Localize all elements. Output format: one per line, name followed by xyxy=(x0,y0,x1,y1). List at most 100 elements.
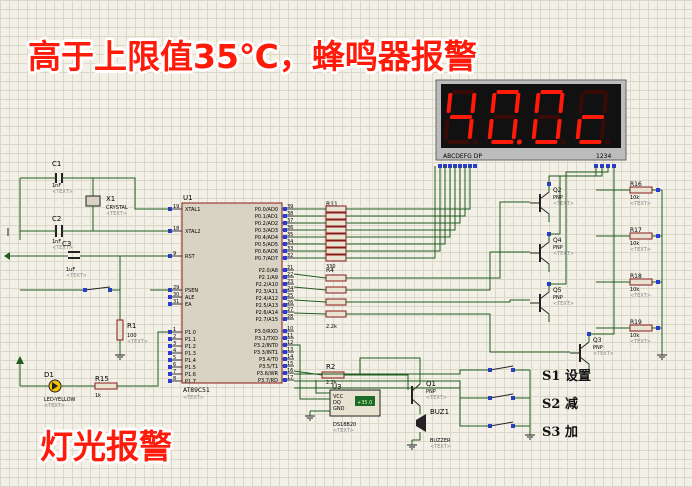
mcu-left-pin-name: XTAL2 xyxy=(185,229,200,235)
reset-switch-blade xyxy=(84,286,111,291)
mcu-right-pin-name: P3.0/RXD xyxy=(255,329,279,335)
r11-ref: R11 xyxy=(326,201,338,208)
segment-b xyxy=(470,93,477,113)
r11-element xyxy=(325,240,347,248)
segment-e xyxy=(487,119,494,139)
mcu-right-pin xyxy=(283,364,287,368)
buzzer-value: BUZZER xyxy=(430,438,451,444)
right-resistor-text: <TEXT> xyxy=(630,201,651,207)
mcu-left-pin-name: RST xyxy=(185,254,196,260)
ds18b20-pin-name: VCC xyxy=(333,394,344,400)
reset-switch-pin xyxy=(83,288,87,292)
crystal-x1 xyxy=(85,195,101,207)
mcu-left-pin-name: P1.2 xyxy=(185,344,196,350)
mcu-right-pin-name: P3.6/WR xyxy=(257,371,279,377)
digit3-wire xyxy=(549,166,609,285)
display-digit-2 xyxy=(487,90,522,145)
r11-element xyxy=(325,212,347,220)
digit2-wire xyxy=(549,166,603,235)
pnp-emitter xyxy=(539,306,550,315)
mcu-left-pin-number: 31 xyxy=(173,299,179,305)
d1-ref: D1 xyxy=(44,371,54,379)
mcu-right-pin xyxy=(283,256,287,260)
transistor-ref: Q4 xyxy=(553,237,562,244)
right-resistor-text: <TEXT> xyxy=(630,293,651,299)
mcu-right-pin-name: P0.6/AD6 xyxy=(255,249,278,255)
mcu-right-pin-number: 25 xyxy=(287,293,293,299)
mcu-left-pin-number: 6 xyxy=(173,362,176,368)
mcu-right-pin-number: 14 xyxy=(287,354,293,360)
q1-emitter xyxy=(411,398,421,407)
page-title: 高于上限值35℃，蜂鸣器报警 xyxy=(28,37,477,76)
right-resistor-value: 10k xyxy=(630,287,639,293)
mcu-left-pin-number: 18 xyxy=(173,226,179,232)
segment-f xyxy=(534,93,541,113)
mcu-right-pin-number: 28 xyxy=(287,314,293,320)
mcu-right-pin xyxy=(283,350,287,354)
switch-blade xyxy=(489,421,514,427)
right-resistor-pin xyxy=(656,234,660,238)
pnp-emitter xyxy=(539,206,550,215)
segment-d xyxy=(579,140,602,144)
p2-wire xyxy=(293,312,327,315)
mcu-right-pin-name: P0.2/AD2 xyxy=(255,221,278,227)
r11-element xyxy=(325,205,347,213)
mcu-left-pin-name: P1.3 xyxy=(185,351,196,357)
segment-d xyxy=(535,140,558,144)
segment-g xyxy=(493,115,517,119)
transistor-text: <TEXT> xyxy=(553,301,574,307)
light-alarm-caption: 灯光报警 xyxy=(40,427,172,466)
r4-element xyxy=(325,286,347,294)
right-resistor-value: 10k xyxy=(630,195,639,201)
mcu-right-pin xyxy=(283,207,287,211)
r1-value: 100 xyxy=(127,333,137,339)
transistor-value: PNP xyxy=(553,195,563,201)
c1-ref: C1 xyxy=(52,160,61,168)
d1-value: LED-YELLOW xyxy=(44,397,76,403)
segment-d xyxy=(491,140,514,144)
mcu-left-pin-name: P1.5 xyxy=(185,365,196,371)
d1-text: <TEXT> xyxy=(44,403,65,409)
segment-g xyxy=(537,115,561,119)
q1-wire xyxy=(359,357,421,384)
switch-label-s3: S3 加 xyxy=(542,425,578,440)
c3-value: 1uF xyxy=(66,267,75,273)
mcu-left-pin xyxy=(168,302,172,306)
mcu-left-pin-number: 9 xyxy=(173,251,176,257)
mcu-left-pin-number: 1 xyxy=(173,327,176,333)
segment-e xyxy=(443,119,450,139)
p2-wire xyxy=(293,273,327,279)
u3-text: <TEXT> xyxy=(333,428,354,434)
mcu-left-pin xyxy=(168,379,172,383)
mcu-right-pin-number: 15 xyxy=(287,361,293,367)
segment-dp xyxy=(604,139,610,145)
mcu-right-pin-name: P0.5/AD5 xyxy=(255,242,278,248)
r11-element xyxy=(325,247,347,255)
r11-value: 330 xyxy=(326,264,336,270)
digit4-wire xyxy=(589,166,615,335)
q5-base-wire xyxy=(346,299,530,303)
mcu-right-pin xyxy=(283,221,287,225)
segment-g xyxy=(581,115,605,119)
mcu-left-pin-number: 2 xyxy=(173,334,176,340)
r1-ref: R1 xyxy=(127,322,136,330)
mcu-right-pin-number: 21 xyxy=(287,265,293,271)
transistor-ref: Q3 xyxy=(593,337,602,344)
mcu-left-pin xyxy=(168,351,172,355)
mcu-right-pin xyxy=(283,303,287,307)
mcu-left-pin-number: 7 xyxy=(173,369,176,375)
mcu-right-pin-name: P2.7/A15 xyxy=(256,317,278,323)
digit1-wire xyxy=(548,166,597,184)
mcu-right-pin-number: 36 xyxy=(287,225,293,231)
display-digit-1 xyxy=(443,90,478,145)
mcu-left-pin-number: 8 xyxy=(173,376,176,382)
mcu-left-pin xyxy=(168,295,172,299)
right-resistor-ref: R19 xyxy=(630,319,642,326)
mcu-right-pin xyxy=(283,371,287,375)
mcu-right-pin xyxy=(283,235,287,239)
mcu-right-pin-name: P2.0/A8 xyxy=(259,268,278,274)
mcu-right-pin-name: P2.3/A11 xyxy=(256,289,278,295)
switch-wire xyxy=(294,380,490,399)
right-resistor-ref: R18 xyxy=(630,273,642,280)
